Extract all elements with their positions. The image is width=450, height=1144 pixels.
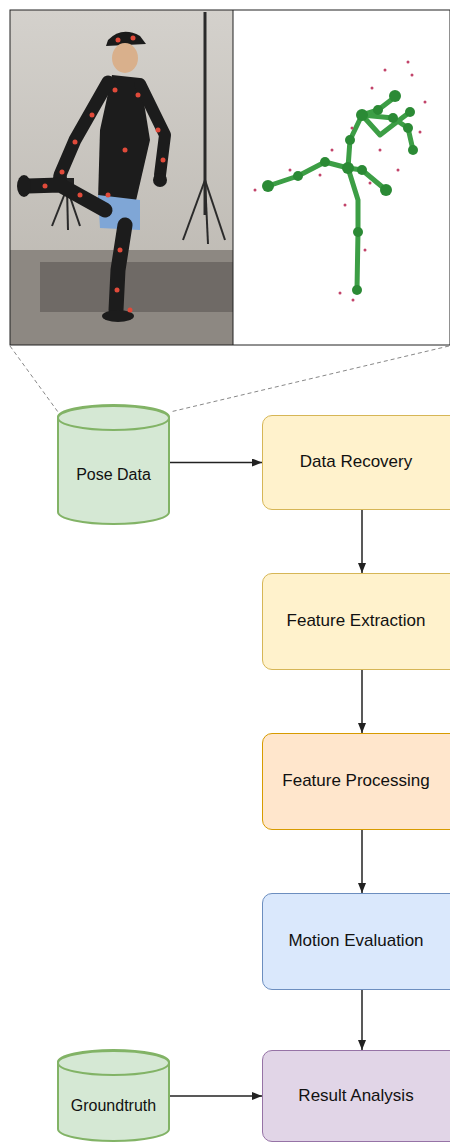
cylinder-body	[58, 405, 169, 524]
cylinder-outline	[57, 405, 170, 525]
node-label: Pose Data	[76, 465, 151, 484]
node-label: Data Recovery	[300, 452, 412, 472]
zoom-line	[10, 346, 58, 412]
node-label: Feature Processing	[282, 771, 429, 791]
node-label: Result Analysis	[298, 1086, 413, 1106]
panel-border	[10, 10, 450, 345]
flow-arrow	[361, 510, 363, 573]
process-box: Feature Extraction	[262, 573, 450, 670]
panel-divider	[233, 10, 234, 345]
process-box: Feature Processing	[262, 733, 450, 830]
data-store: Pose Data	[57, 405, 170, 525]
flow-arrow	[170, 1095, 262, 1097]
flow-arrow	[361, 830, 363, 893]
node-label: Feature Extraction	[287, 611, 426, 631]
zoom-line	[170, 346, 449, 412]
cylinder-body	[58, 1050, 169, 1141]
photo	[10, 10, 233, 345]
cylinder-top	[58, 1051, 169, 1075]
process-box: Motion Evaluation	[262, 893, 450, 990]
cylinder-outline	[57, 1050, 170, 1142]
flow-arrow	[361, 670, 363, 733]
process-box: Data Recovery	[262, 415, 450, 510]
skeleton-render	[233, 10, 450, 345]
node-label: Groundtruth	[71, 1096, 156, 1115]
process-box: Result Analysis	[262, 1050, 450, 1142]
flow-arrow	[170, 462, 262, 464]
node-label: Motion Evaluation	[288, 931, 423, 951]
data-store: Groundtruth	[57, 1050, 170, 1142]
cylinder-top	[58, 406, 169, 430]
flow-arrow	[361, 990, 363, 1050]
